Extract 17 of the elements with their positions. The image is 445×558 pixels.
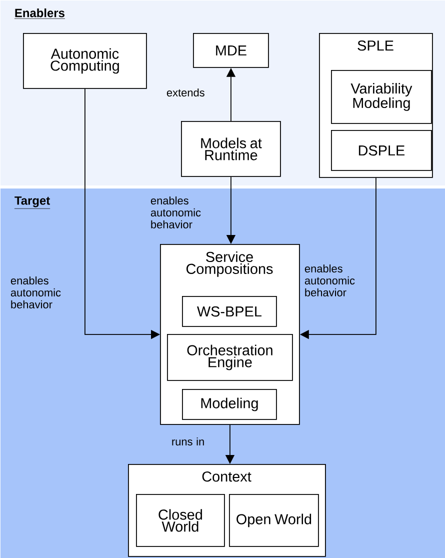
section-heading: Enablers: [14, 8, 66, 19]
edge-label: extends: [166, 88, 204, 96]
process-box: Orchestration Engine: [167, 334, 293, 381]
edge-label: enables autonomic behavior: [304, 264, 355, 296]
process-box: MDE: [193, 33, 269, 68]
edge-label: runs in: [172, 437, 204, 446]
process-box: Modeling: [182, 389, 277, 420]
process-box: Variability Modeling: [331, 70, 432, 124]
edge-label: enables autonomic behavior: [150, 196, 201, 228]
edge-label: enables autonomic behavior: [10, 276, 61, 308]
process-box: Open World: [229, 494, 319, 547]
section-heading: Target: [14, 196, 50, 209]
process-box: DSPLE: [331, 130, 432, 171]
process-box: Models at Runtime: [181, 121, 281, 177]
process-box: WS-BPEL: [182, 296, 277, 327]
process-box: Autonomic Computing: [23, 33, 147, 89]
process-box: Closed World: [136, 494, 225, 547]
